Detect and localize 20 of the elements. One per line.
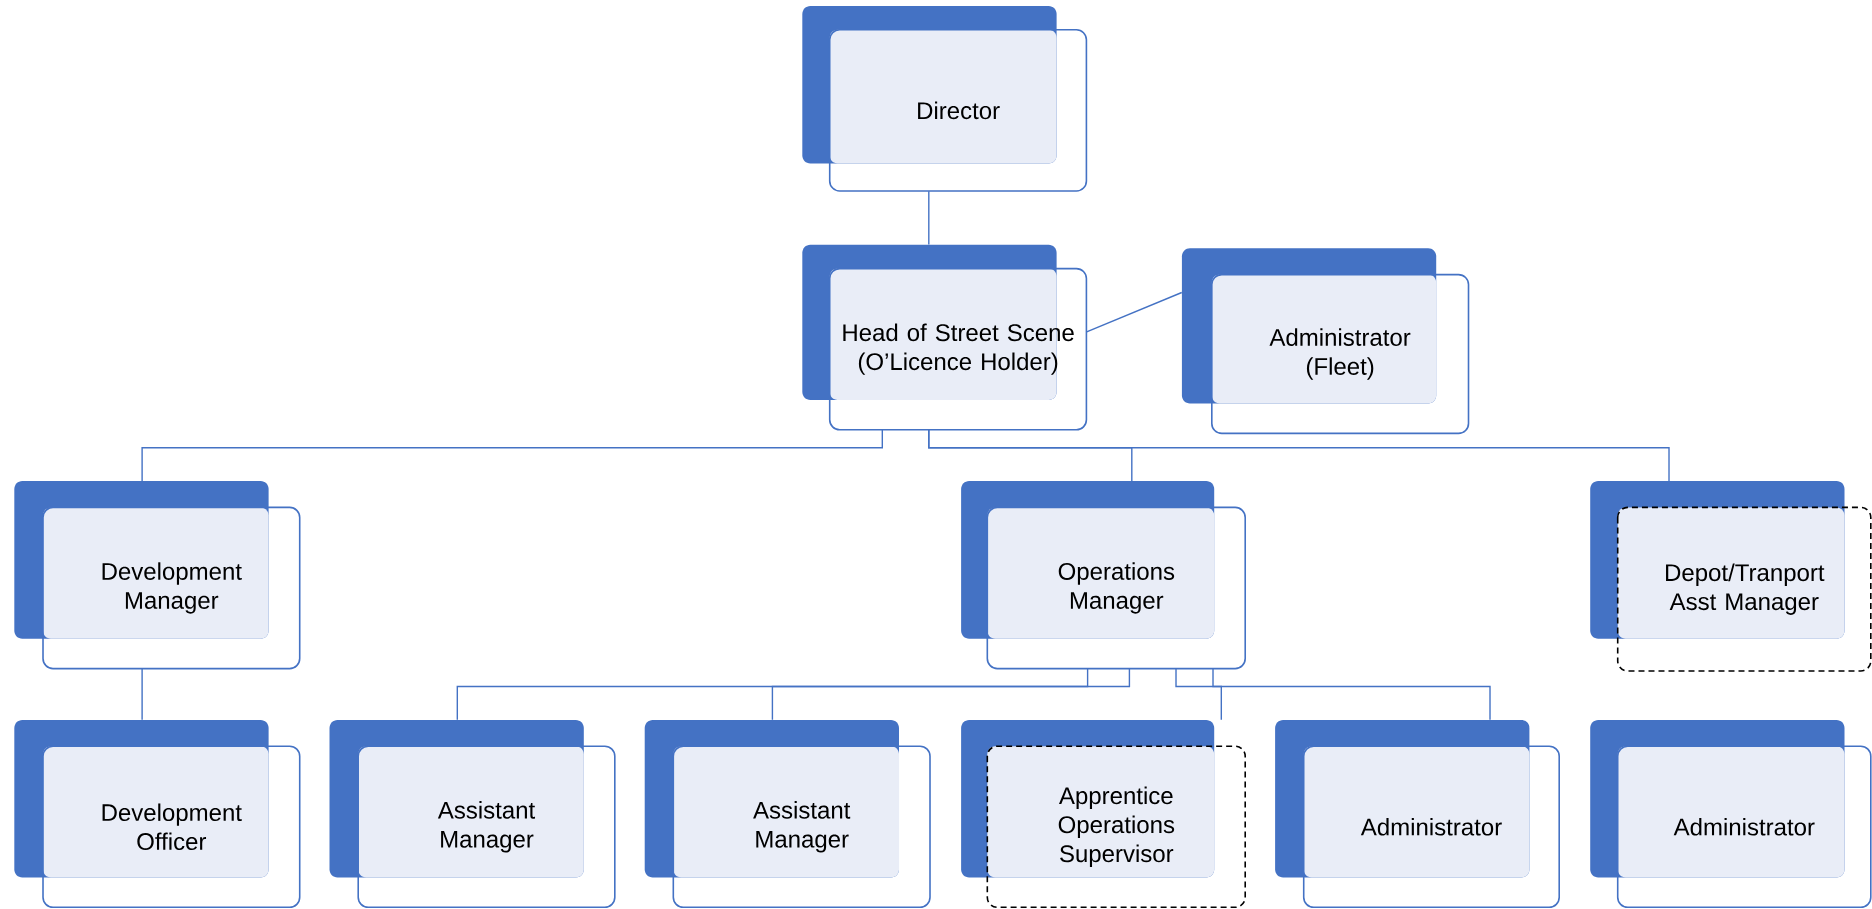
connector-line xyxy=(1212,668,1491,721)
connector-line xyxy=(928,429,1670,482)
org-chart-box: Administrator xyxy=(1275,719,1560,909)
org-chart-box: Depot/Tranport Asst Manager xyxy=(1590,481,1872,672)
org-chart-box: Assistant Manager xyxy=(644,719,931,909)
connector-line xyxy=(928,190,930,246)
org-chart-box: Administrator (Fleet) xyxy=(1181,248,1470,435)
connector-line xyxy=(771,668,1131,721)
connector-line xyxy=(141,668,143,721)
org-chart-box: Operations Manager xyxy=(961,481,1246,670)
org-chart-box: Head of Street Scene (O’Licence Holder) xyxy=(802,244,1088,431)
org-chart-box: Administrator xyxy=(1590,719,1872,909)
connector-line xyxy=(456,668,1089,721)
org-chart-box: Development Officer xyxy=(14,719,301,909)
org-chart-box: Director xyxy=(802,6,1088,192)
connector-line xyxy=(141,429,883,482)
org-chart-box: Assistant Manager xyxy=(329,719,616,909)
org-chart-box: Development Manager xyxy=(14,481,301,670)
connector-line xyxy=(1175,668,1222,721)
org-chart-box: Apprentice Operations Supervisor xyxy=(961,719,1246,909)
